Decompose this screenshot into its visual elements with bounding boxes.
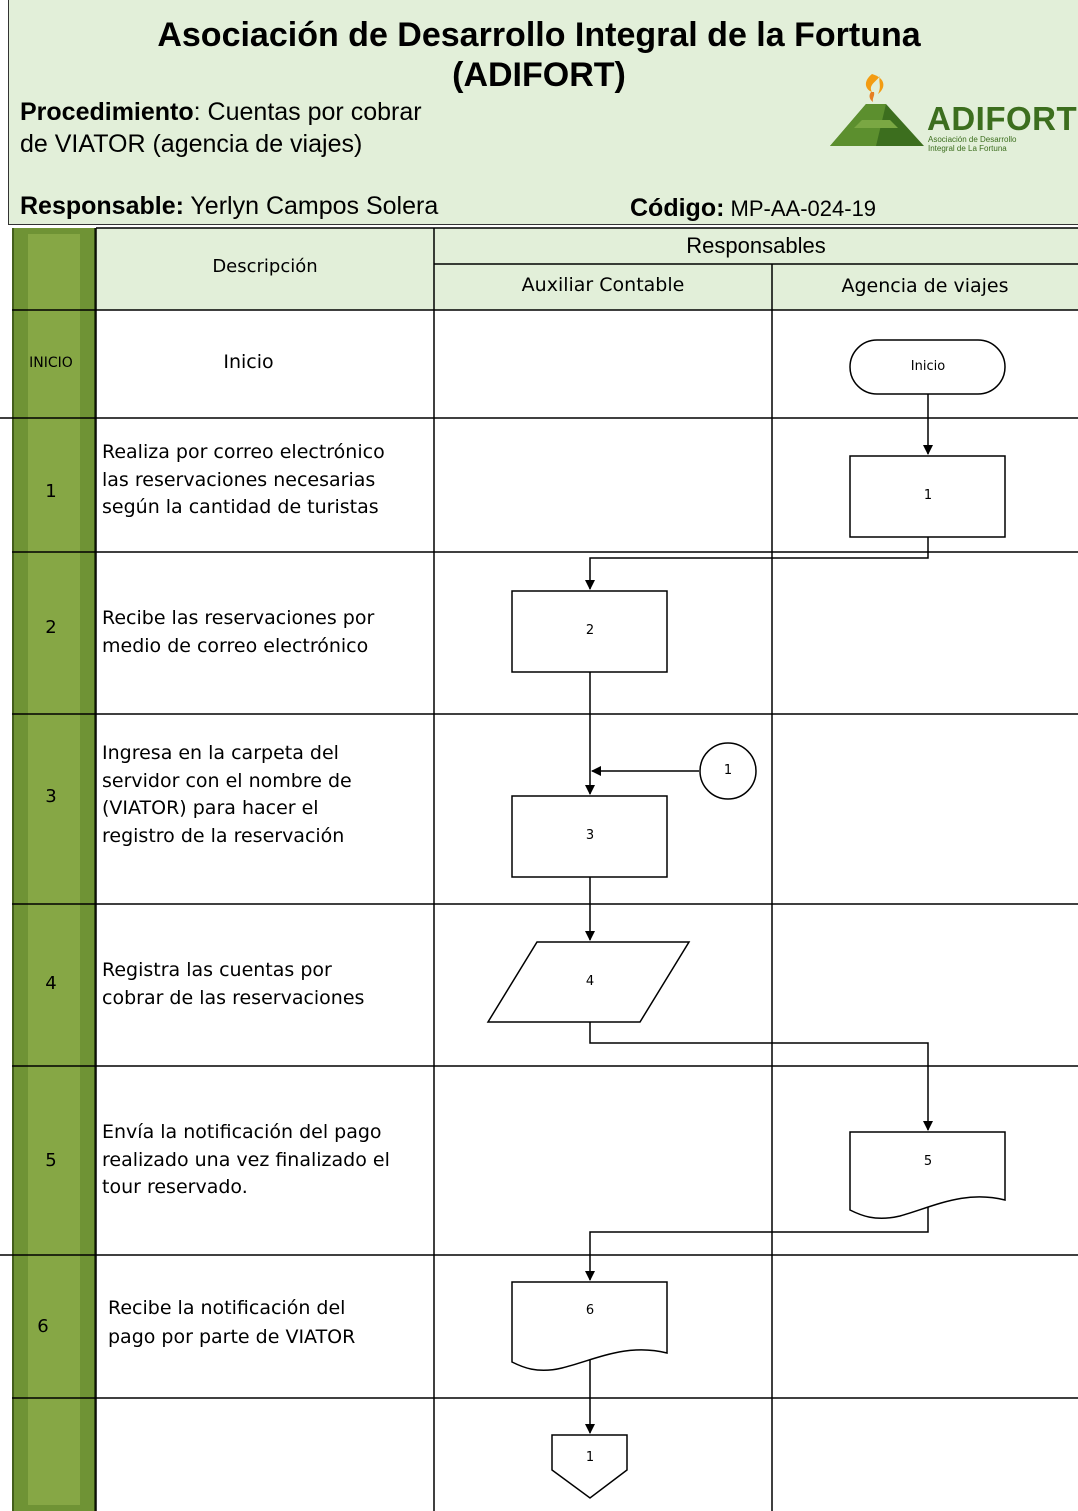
start-label: Inicio	[910, 359, 946, 374]
lane-header-agencia: Agencia de viajes	[841, 275, 1009, 297]
step-number: INICIO	[29, 355, 73, 371]
process-box	[849, 455, 1006, 538]
lane-header-cell	[434, 264, 772, 310]
organization-name: Asociación de Desarrollo Integral de la …	[157, 16, 921, 54]
flow-arrow	[589, 1022, 933, 1131]
logo-subtitle: Asociación de Desarrollo	[928, 135, 1017, 144]
document-shape	[511, 1281, 668, 1372]
process-label: 1	[923, 488, 933, 503]
step-number: 5	[45, 1150, 57, 1171]
logo-subtitle: Integral de La Fortuna	[928, 144, 1007, 153]
start-terminator	[849, 339, 1006, 395]
document-header	[8, 0, 1078, 225]
process-box	[511, 795, 668, 878]
responsible-name: Yerlyn Campos Solera	[183, 192, 439, 220]
process-box	[511, 590, 668, 673]
process-label: 2	[585, 623, 595, 638]
step-description: Registra las cuentas por cobrar de las r…	[102, 959, 365, 1009]
step-description: Recibe las reservaciones por medio de co…	[102, 607, 375, 657]
step-number: 4	[45, 973, 57, 994]
responsible-label: Responsable:	[20, 192, 184, 220]
code-label: Código:	[630, 194, 725, 222]
step-description: Inicio	[223, 351, 274, 373]
responsables-column-header: Responsables	[686, 233, 826, 258]
document-label: 6	[585, 1303, 595, 1318]
connector-label: 1	[585, 1450, 595, 1465]
data-label: 4	[585, 974, 595, 989]
data-parallelogram	[486, 941, 691, 1023]
lane-header-auxiliar: Auxiliar Contable	[521, 274, 685, 296]
code-value: MP-AA-024-19	[724, 196, 877, 221]
step-column	[12, 228, 96, 1511]
step-number: 2	[45, 617, 57, 638]
adifort-logo-icon	[830, 74, 924, 146]
lane-header-cell	[772, 264, 1078, 310]
procedure-name: : Cuentas por cobrar	[193, 98, 422, 126]
document-label: 5	[923, 1154, 933, 1169]
step-description: Realiza por correo electrónico las reser…	[102, 441, 385, 518]
step-number: 3	[45, 786, 57, 807]
responsible-line: Responsable: Yerlyn Campos Solera	[20, 192, 438, 221]
procedure-line: Procedimiento: Cuentas por cobrar	[20, 96, 422, 128]
step-description: Envía la notificación del pago realizado…	[102, 1121, 390, 1198]
description-header-cell	[96, 228, 434, 310]
description-column-header: Descripción	[212, 256, 318, 277]
flow-arrow	[585, 1202, 929, 1281]
step-number: 1	[45, 481, 57, 502]
offpage-connector-in	[699, 742, 757, 800]
step-column-bevel	[28, 234, 80, 1505]
procedure-name-continued: de VIATOR (agencia de viajes)	[20, 130, 363, 158]
step-number: 6	[37, 1316, 49, 1337]
step-description: Recibe la notificación del pago por part…	[108, 1297, 356, 1348]
procedure-label: Procedimiento	[20, 98, 194, 126]
flow-arrow	[585, 537, 929, 590]
step-description: Ingresa en la carpeta del servidor con e…	[102, 742, 352, 847]
connector-label: 1	[723, 763, 733, 778]
offpage-connector-out	[551, 1434, 628, 1499]
code-line: Código: MP-AA-024-19	[630, 194, 876, 223]
logo-wordmark: ADIFORT	[927, 100, 1078, 137]
process-label: 3	[585, 828, 595, 843]
organization-acronym: (ADIFORT)	[452, 56, 626, 94]
responsables-header-cell	[434, 228, 1078, 264]
document-shape	[849, 1131, 1006, 1220]
